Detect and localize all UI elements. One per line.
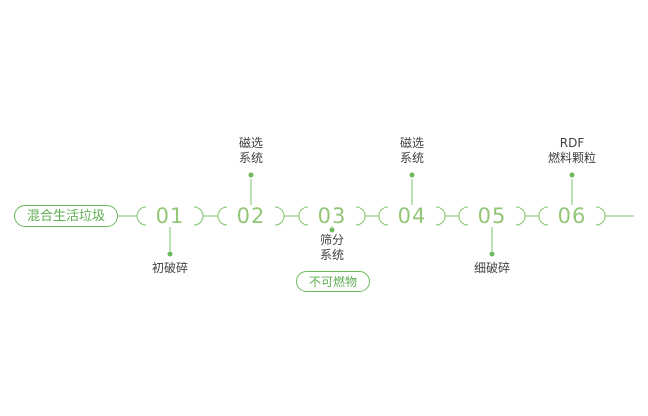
connector-lines	[169, 179, 573, 251]
step-number-5: 05	[477, 204, 507, 228]
step-label-3: 筛分 系统	[319, 233, 344, 262]
step-number-1: 01	[155, 204, 185, 228]
step-label-2: 磁选 系统	[238, 136, 263, 165]
step-number-2: 02	[236, 204, 266, 228]
connector-dots	[167, 172, 575, 257]
step-bracket-arcs	[136, 206, 606, 226]
step-number-4: 04	[397, 204, 427, 228]
step-label-5: 细破碎	[473, 261, 510, 275]
step-label-1: 初破碎	[151, 261, 188, 275]
step-label-4: 磁选 系统	[399, 136, 424, 165]
start-pill: 混合生活垃圾	[14, 205, 118, 227]
non-combustible-badge: 不可燃物	[296, 271, 370, 292]
step-number-3: 03	[317, 204, 347, 228]
step-number-6: 06	[557, 204, 587, 228]
step-label-6: RDF 燃料颗粒	[547, 136, 596, 165]
